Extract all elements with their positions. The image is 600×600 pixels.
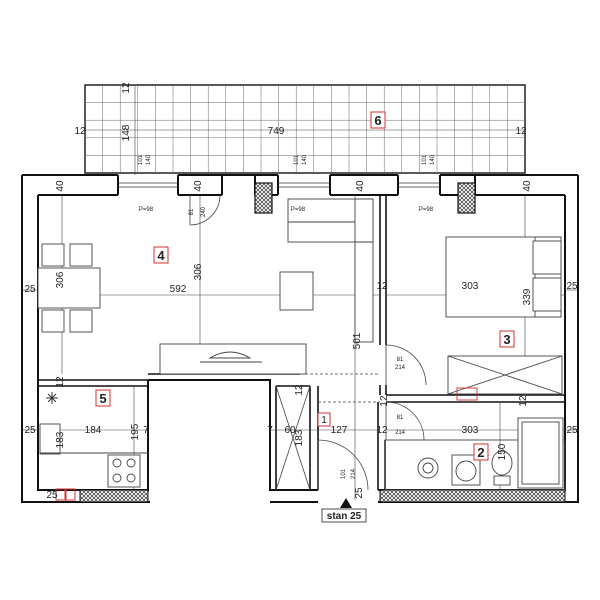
terrace-tile-grid	[85, 85, 525, 173]
dim-seven-a: 7	[143, 425, 149, 436]
structural-columns	[79, 182, 566, 503]
dimension-labels: 12 12 12 148 749 40 40 40 40 306 306 592…	[24, 82, 578, 501]
room-number-2: 2	[477, 445, 484, 460]
entrance-arrow-icon	[340, 498, 352, 508]
asterisk-symbol	[46, 392, 58, 404]
dim-right-outer-bottom: 25	[566, 425, 578, 436]
dim-left-outer-bottom: 25	[24, 425, 36, 436]
window-1-height: 140	[146, 154, 152, 165]
dim-bath-height: 150	[497, 443, 508, 460]
room-number-5: 5	[99, 391, 106, 406]
window-3-sill: P=98	[419, 207, 434, 213]
dim-wall-c: 40	[355, 180, 366, 192]
kitchen-counters	[39, 423, 148, 488]
dim-terrace-top: 12	[121, 82, 132, 94]
dim-living-height-2: 306	[193, 263, 204, 280]
window-2-width: 101	[294, 154, 300, 165]
room-number-6: 6	[374, 113, 381, 128]
dim-partition-12a: 12	[376, 281, 388, 292]
window-2-height: 140	[302, 154, 308, 165]
dim-bottom-25: 25	[46, 490, 58, 501]
living-door-width: 81	[189, 208, 195, 215]
tv-cabinet	[159, 343, 307, 375]
dim-entrance-25: 25	[354, 487, 365, 499]
bath-door-width: 81	[397, 415, 404, 421]
closet-cross	[275, 385, 311, 491]
dim-closet-width: 60	[284, 425, 296, 436]
bed	[445, 236, 562, 318]
bathroom-fixtures	[384, 417, 566, 491]
dim-living-width: 592	[170, 284, 187, 295]
living-door-height: 240	[201, 206, 207, 217]
window-2-sill: P=98	[291, 207, 306, 213]
meter-boxes	[55, 488, 76, 501]
bedroom-door-width: 81	[397, 357, 404, 363]
dim-bedroom-height: 339	[522, 288, 533, 305]
wardrobe	[447, 355, 563, 401]
dim-right-outer-top: 25	[566, 281, 578, 292]
entrance-label-box	[321, 508, 367, 523]
window-1-width: 101	[138, 154, 144, 165]
dining-table	[37, 243, 101, 333]
room-number-3: 3	[503, 332, 510, 347]
dim-wall-a: 40	[55, 180, 66, 192]
window-3-width: 101	[422, 154, 428, 165]
dim-partition-12e: 12	[518, 395, 529, 407]
room-number-4: 4	[157, 248, 165, 263]
dim-kitchen-width: 184	[85, 425, 102, 436]
dim-bath-width: 303	[462, 425, 479, 436]
room-number-1: 1	[321, 415, 327, 426]
dim-living-height-1: 306	[55, 271, 66, 288]
dim-terrace-depth: 148	[121, 124, 132, 141]
dim-seven-b: 7	[267, 425, 273, 436]
dim-terrace-left: 12	[74, 126, 86, 137]
coffee-table	[279, 271, 314, 311]
entry-door-width: 101	[341, 468, 347, 479]
sofa	[287, 198, 374, 343]
dim-wall-b: 40	[193, 180, 204, 192]
dim-partition-12c: 12	[294, 384, 305, 396]
dim-kitchen-sub: 183	[55, 431, 66, 448]
bedroom-door-height: 214	[395, 365, 406, 371]
opening-labels: 81 240 81 214 81 214 101 214 101 140 P=9…	[138, 154, 436, 479]
dim-partition-12-bath: 12	[376, 425, 388, 436]
entrance-label: stan 25	[327, 511, 362, 522]
window-1-sill: P=98	[139, 207, 154, 213]
room-markers: 6 4 3 5 1 2	[95, 111, 515, 461]
dim-terrace-right: 12	[515, 126, 527, 137]
window-3-height: 140	[430, 154, 436, 165]
dim-hall-depth: 501	[352, 332, 363, 349]
terrace	[84, 84, 526, 174]
dim-left-outer: 25	[24, 284, 36, 295]
dim-hall-width: 127	[331, 425, 348, 436]
dim-bedroom-width: 303	[462, 281, 479, 292]
bath-door-height: 214	[395, 430, 406, 436]
dim-partition-12d: 12	[379, 395, 390, 407]
entry-door-height: 214	[351, 468, 357, 479]
dim-kitchen-height: 195	[130, 423, 141, 440]
dim-partition-12b: 12	[55, 376, 66, 388]
dim-closet-height: 183	[294, 429, 305, 446]
dashed-guides	[300, 373, 380, 403]
dim-terrace-width: 749	[268, 126, 285, 137]
dim-wall-d: 40	[522, 180, 533, 192]
window-glazing	[118, 182, 440, 188]
door-swings	[189, 194, 427, 491]
